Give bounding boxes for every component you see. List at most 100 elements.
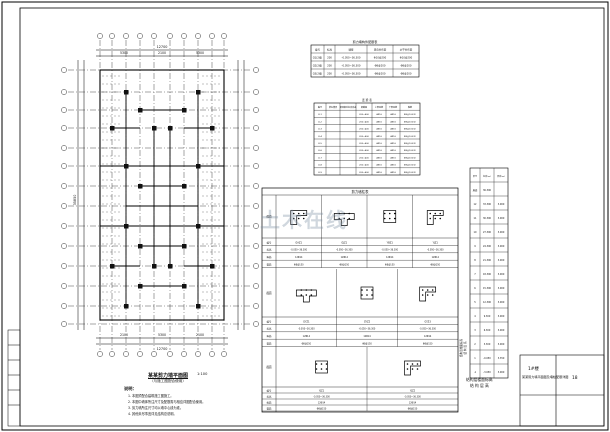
rebar-dot: [292, 217, 295, 220]
table-cell: LL3: [318, 129, 322, 131]
wall-column: [196, 164, 201, 169]
title-block-project: 1#楼: [528, 367, 539, 372]
axis-bubble: [253, 321, 259, 327]
table-cell: 200×400: [359, 142, 369, 145]
table-cell: 30.300: [483, 217, 492, 220]
table-header-cell: 所在楼层: [329, 105, 337, 109]
axis-bubble: [253, 243, 259, 249]
axis-bubble: [109, 33, 115, 39]
rebar-dot: [302, 212, 305, 215]
table-cell: 4Φ16: [390, 172, 396, 174]
axis-bubble: [61, 163, 67, 169]
wall-column: [124, 304, 129, 309]
column-stirrup: Φ8@150: [317, 407, 327, 410]
table-cell: LL8: [318, 165, 322, 167]
row-label: 截面: [266, 215, 272, 219]
table-cell: 18.300: [483, 273, 492, 276]
table-cell: 200×400: [359, 164, 369, 167]
rebar-dot: [431, 289, 434, 291]
table-cell: 200×400: [359, 113, 369, 116]
table-cell: 33.300: [483, 203, 492, 206]
wall-column: [196, 224, 201, 229]
rebar-dot: [310, 289, 313, 291]
column-section: [360, 286, 374, 300]
rebar-dot: [383, 212, 386, 215]
table-cell: 10: [474, 231, 477, 234]
table-cell: 4Φ16: [390, 165, 396, 167]
note-line: 1. 本图须配合建筑施工图施工。: [128, 394, 174, 398]
rebar-dot: [305, 289, 308, 291]
table-cell: 4Φ16: [390, 143, 396, 145]
table-cell: 8: [474, 259, 476, 262]
rebar-dot: [393, 217, 396, 220]
wall-column: [124, 164, 129, 169]
rebar-dot: [426, 289, 429, 291]
rebar-dot: [383, 217, 386, 220]
axis-bubble: [123, 33, 129, 39]
rebar-dot: [406, 368, 409, 370]
column-section: [419, 286, 437, 302]
table-title: 剪力墙构件配筋表: [353, 39, 378, 44]
rebar-dot: [429, 217, 432, 220]
column-elevation: -0.050~36.300: [427, 249, 444, 252]
axis-bubble: [221, 351, 227, 357]
axis-bubble: [151, 351, 157, 357]
wall-column: [124, 90, 129, 95]
table-cell: Q3(2排): [313, 72, 323, 76]
axis-bubble: [253, 263, 259, 269]
binding-strip: [7, 329, 21, 427]
table-cell: 6: [474, 287, 476, 290]
table-cell: 24.300: [483, 245, 492, 248]
axis-bubble: [97, 33, 103, 39]
column-id: YJZ1: [433, 241, 439, 244]
table-header-cell: 梁截面: [361, 105, 367, 109]
table-cell: 9.300: [484, 315, 491, 318]
table-cell: Φ8@100(2): [404, 157, 416, 159]
rebar-dot: [431, 294, 434, 296]
table-cell: 4Φ16: [376, 172, 382, 174]
rebar-dot: [421, 289, 424, 291]
rebar-dot: [302, 217, 305, 220]
rebar-dot: [388, 212, 391, 215]
axis-bubble: [61, 203, 67, 209]
table-cell: Φ8@100(2): [404, 172, 416, 174]
table-cell: 3.000: [498, 315, 505, 318]
row-label: 纵筋: [267, 334, 272, 338]
table-cell: 12.300: [483, 301, 492, 304]
table-cell: 36.300: [483, 189, 492, 192]
table-cell: 3.000: [498, 203, 505, 206]
axis-bubble: [61, 223, 67, 229]
table-cell: 27.300: [483, 231, 492, 234]
table-header-cell: 水平分布筋: [400, 48, 413, 52]
column-stirrup: Φ8@150: [294, 264, 304, 267]
column-id: GYZ1: [303, 320, 310, 323]
axis-bubble: [151, 33, 157, 39]
rebar-dot: [371, 294, 373, 296]
axis-bubble: [209, 33, 215, 39]
table-cell: 200×400: [359, 135, 369, 138]
axis-bubble: [253, 203, 259, 209]
axis-bubble: [167, 33, 173, 39]
rebar-dot: [361, 294, 363, 296]
column-id: YJZ1: [319, 389, 325, 392]
column-rebar: 12Φ14: [303, 335, 311, 338]
column-section: [295, 289, 317, 303]
table-cell: 200×400: [359, 156, 369, 159]
axis-bubble: [253, 223, 259, 229]
rebar-dot: [348, 212, 351, 215]
table-cell: 3.000: [498, 231, 505, 234]
column-elevation: -0.050~36.300: [313, 395, 330, 398]
table-cell: Φ8@200: [401, 64, 412, 68]
axis-bubble: [123, 351, 129, 357]
table-cell: Φ10@200: [400, 56, 413, 60]
table-cell: 7: [474, 273, 476, 276]
wall-column: [152, 126, 157, 131]
table-cell: 200: [327, 72, 332, 76]
column-id: GYZ2: [364, 320, 371, 323]
table-cell: Q1(2排): [313, 56, 323, 60]
table-cell: -3.050: [483, 371, 491, 374]
rebar-dot: [388, 217, 391, 220]
axis-bubble: [181, 33, 187, 39]
table-cell: 4Φ16: [376, 136, 382, 138]
axis-bubble: [195, 33, 201, 39]
